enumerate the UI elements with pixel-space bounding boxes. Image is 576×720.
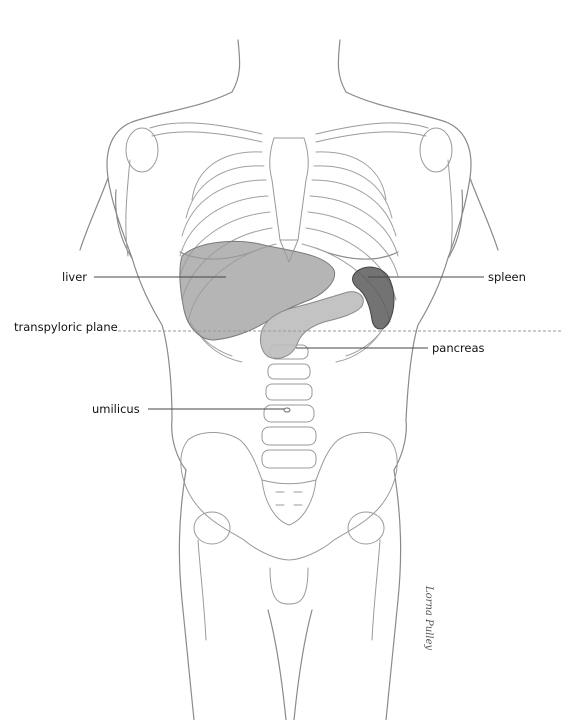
left-leg (178, 469, 195, 720)
inner-legs (267, 609, 313, 720)
leader-lines (94, 276, 484, 410)
right-clavicle (315, 122, 429, 135)
transpyloric-plane-label: transpyloric plane (14, 320, 118, 334)
neck-outline (231, 39, 241, 93)
artist-signature: Lorna Pulley (423, 586, 434, 651)
body-outline-right (345, 91, 472, 471)
spleen-label: spleen (488, 270, 526, 284)
pancreas-organ (259, 291, 364, 359)
spleen-organ (352, 266, 395, 330)
right-leg (385, 469, 402, 720)
body-outline-left (106, 91, 233, 471)
sternum (269, 137, 309, 241)
umbilicus-mark (283, 407, 291, 413)
liver-organ (179, 240, 336, 341)
left-clavicle (149, 122, 263, 135)
pancreas-label: pancreas (432, 341, 485, 355)
spine (261, 344, 317, 469)
pelvis (180, 432, 398, 561)
right-arm (469, 177, 499, 251)
umbilicus-label: umilicus (92, 402, 140, 416)
liver-label: liver (62, 270, 87, 284)
left-arm (79, 177, 109, 251)
